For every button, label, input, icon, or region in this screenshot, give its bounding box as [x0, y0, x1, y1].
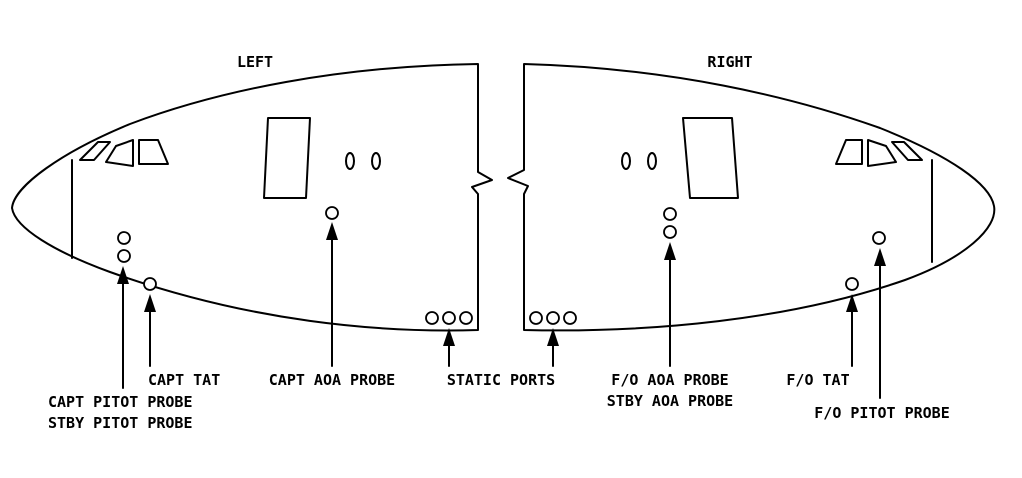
fo-tat-probe-port [845, 277, 859, 291]
right-fuselage-view [507, 63, 996, 332]
capt-pitot-probe-port [117, 231, 131, 245]
left-cockpit-window-3 [138, 139, 169, 165]
fo-aoa-probe-port [663, 207, 677, 221]
capt-aoa-arrowhead [326, 222, 338, 240]
right-static-port [529, 311, 543, 325]
left-cockpit-window-1 [79, 141, 111, 161]
right-cockpit-window-3 [891, 141, 923, 161]
capt-aoa-probe-port [325, 206, 339, 220]
right-static-port [546, 311, 560, 325]
left-static-port [425, 311, 439, 325]
right-fuselage-outline [507, 63, 996, 332]
stby-aoa-probe-port [663, 225, 677, 239]
right-static-port [563, 311, 577, 325]
capt-tat-arrowhead [144, 294, 156, 312]
right-cockpit-window-2 [867, 139, 897, 167]
left-passenger-door [263, 117, 311, 199]
right-passenger-door [682, 117, 739, 199]
right-cockpit-window-1 [835, 139, 863, 165]
left-fuselage-view [11, 63, 493, 332]
capt-tat-label: CAPT TAT [148, 371, 220, 389]
left-fuselage-window [371, 152, 381, 170]
right-fuselage-window [621, 152, 631, 170]
left-static-port [442, 311, 456, 325]
fo-pitot-arrowhead [874, 248, 886, 266]
left-static-arrowhead [443, 328, 455, 346]
fo-aoa-probe-label: F/O AOA PROBE [611, 371, 728, 389]
fo-pitot-probe-label: F/O PITOT PROBE [814, 404, 949, 422]
fo-aoa-arrowhead [664, 242, 676, 260]
stby-pitot-probe-port [117, 249, 131, 263]
right-view-title: RIGHT [707, 53, 752, 71]
fo-tat-arrowhead [846, 294, 858, 312]
capt-pitot-arrowhead [117, 266, 129, 284]
stby-aoa-probe-label: STBY AOA PROBE [607, 392, 733, 410]
static-ports-label: STATIC PORTS [447, 371, 555, 389]
fo-tat-label: F/O TAT [786, 371, 849, 389]
right-fuselage-window [647, 152, 657, 170]
left-fuselage-window [345, 152, 355, 170]
capt-pitot-probe-label: CAPT PITOT PROBE [48, 393, 193, 411]
left-view-title: LEFT [237, 53, 273, 71]
capt-tat-probe-port [143, 277, 157, 291]
left-static-port [459, 311, 473, 325]
fo-pitot-probe-port [872, 231, 886, 245]
right-static-arrowhead [547, 328, 559, 346]
stby-pitot-probe-label: STBY PITOT PROBE [48, 414, 193, 432]
left-cockpit-window-2 [105, 139, 134, 167]
left-fuselage-outline [11, 63, 493, 332]
leader-arrows [117, 222, 886, 399]
capt-aoa-probe-label: CAPT AOA PROBE [269, 371, 395, 389]
